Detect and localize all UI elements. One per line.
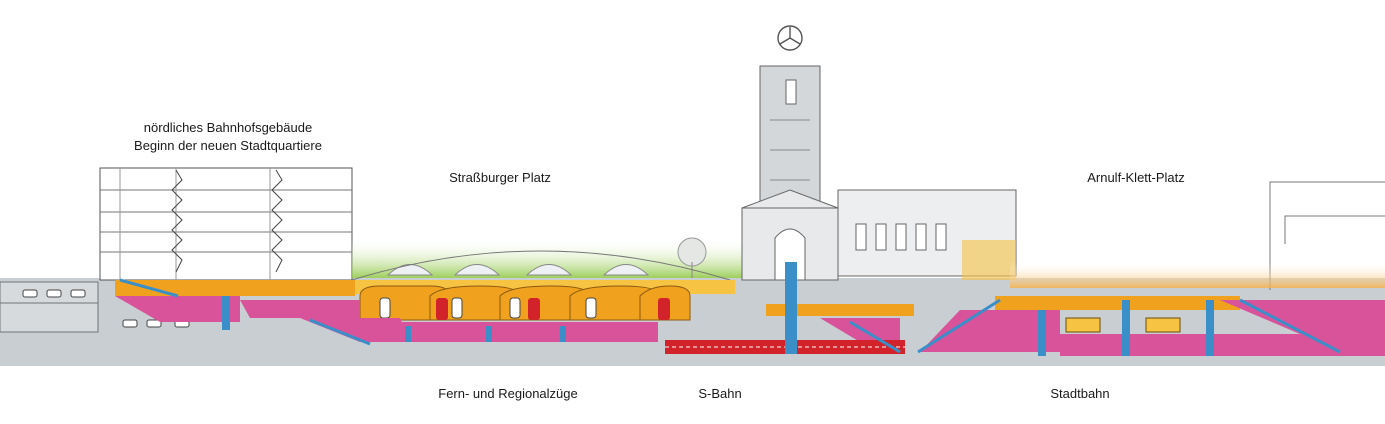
light-eye-domes <box>351 250 731 281</box>
north-building <box>99 167 353 281</box>
label-north-building-line2: Beginn der neuen Stadtquartiere <box>134 138 322 153</box>
label-strassburger-platz: Straßburger Platz <box>449 170 551 185</box>
right-buildings <box>1269 181 1385 290</box>
label-north-building-line1: nördliches Bahnhofsgebäude <box>144 120 312 135</box>
concourse-right <box>995 296 1240 310</box>
label-stadtbahn: Stadtbahn <box>1050 386 1109 401</box>
label-s-bahn: S-Bahn <box>698 386 741 401</box>
mercedes-star-icon <box>777 25 803 51</box>
tree <box>677 237 707 278</box>
glow-arnulf-klett-platz <box>1010 262 1385 288</box>
car-park <box>0 281 190 333</box>
columns <box>222 262 1214 356</box>
label-arnulf-klett-platz: Arnulf-Klett-Platz <box>1087 170 1185 185</box>
station-hall <box>741 189 1017 281</box>
long-distance-trains <box>379 297 670 320</box>
label-fern-regional: Fern- und Regionalzüge <box>438 386 577 401</box>
stadtbahn-cars <box>1065 317 1181 333</box>
platform-hall-vaults <box>359 285 691 321</box>
upper-concourse <box>115 280 355 296</box>
concourse-sbahn <box>766 304 914 316</box>
escalators <box>119 278 1341 354</box>
pink-platforms <box>115 296 1385 356</box>
